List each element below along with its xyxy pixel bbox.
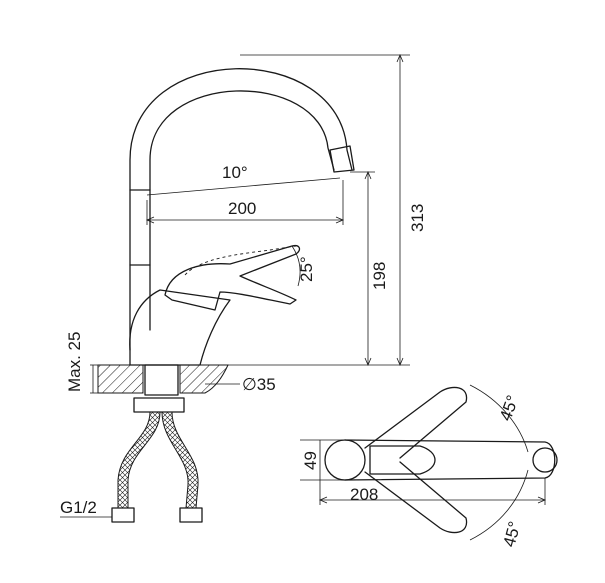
spout-inner — [149, 90, 335, 331]
side-dimensions — [60, 53, 410, 518]
hose-left — [117, 411, 161, 509]
label-lever-angle: 25° — [297, 256, 316, 282]
spout-tip — [329, 145, 355, 173]
top-view — [324, 386, 558, 534]
spout-end-top — [532, 447, 558, 473]
top-dimensions — [300, 384, 547, 541]
label-hole-diameter: ∅35 — [242, 375, 276, 394]
lever-top-upper — [364, 386, 468, 459]
hose-right — [161, 411, 199, 509]
label-top-width: 49 — [301, 451, 320, 470]
lever-top-lower — [364, 461, 468, 534]
deck-right — [179, 364, 229, 394]
label-reach: 200 — [228, 199, 256, 218]
lever-handle — [164, 244, 301, 311]
deck-left — [97, 364, 144, 394]
mixer-body — [129, 289, 231, 366]
mounting-nut — [133, 397, 185, 413]
label-spout-height: 198 — [370, 262, 389, 290]
label-rotation-upper: 45° — [496, 393, 523, 424]
label-angle-spout: 10° — [222, 163, 248, 182]
label-total-height: 313 — [408, 204, 427, 232]
body-circle-top — [324, 439, 366, 481]
label-thread: G1/2 — [60, 498, 97, 517]
spout-top — [344, 439, 556, 481]
fitting-right — [179, 507, 203, 523]
label-deck-thickness: Max. 25 — [65, 332, 84, 392]
fitting-left — [111, 507, 135, 523]
lever-raised-outline — [184, 245, 297, 276]
shank — [144, 364, 179, 396]
side-view — [97, 68, 355, 523]
label-top-reach: 208 — [350, 485, 378, 504]
spout-outer — [129, 68, 353, 351]
lever-top-center — [369, 445, 436, 475]
label-rotation-lower: 45° — [500, 519, 525, 549]
